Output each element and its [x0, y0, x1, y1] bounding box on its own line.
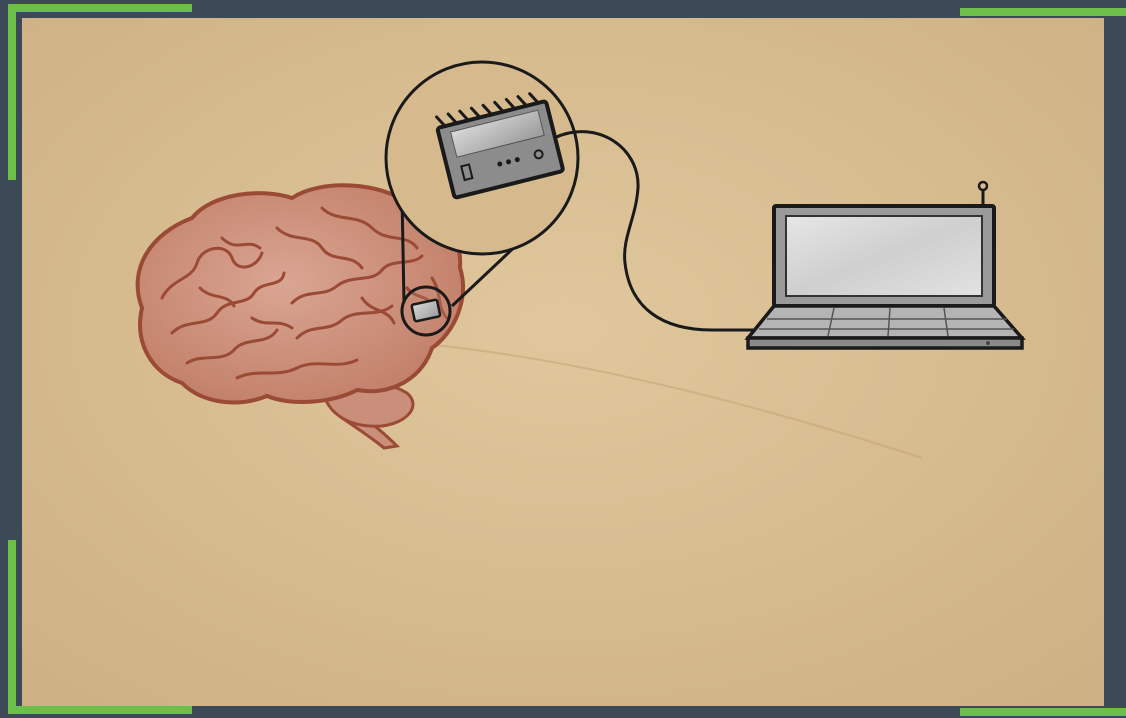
- illustration-svg: [22, 18, 1104, 706]
- corner-accent-top-left-horizontal: [8, 4, 192, 12]
- laptop-power-light: [986, 341, 990, 345]
- illustration-canvas: [22, 18, 1104, 706]
- laptop-front-edge: [748, 338, 1022, 348]
- corner-accent-top-right-horizontal: [960, 8, 1126, 16]
- corner-accent-bottom-left-vertical: [8, 540, 16, 714]
- laptop-keyboard-base: [748, 306, 1022, 338]
- corner-accent-top-left-vertical: [8, 4, 16, 180]
- corner-accent-bottom-right-horizontal: [960, 708, 1126, 716]
- laptop-screen: [786, 216, 982, 296]
- corner-accent-bottom-left-horizontal: [8, 706, 192, 714]
- laptop: [748, 182, 1022, 348]
- implant-chip: [402, 287, 450, 335]
